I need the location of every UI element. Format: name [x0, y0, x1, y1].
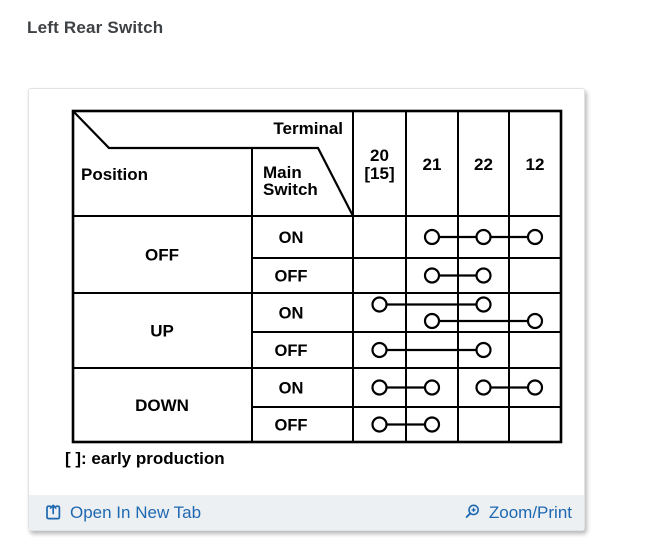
- header-diagonal: [72, 110, 354, 217]
- main-switch-header-label: Main: [263, 163, 302, 182]
- open-in-new-tab-link[interactable]: Open In New Tab: [44, 503, 201, 523]
- terminal-contact-circle: [371, 416, 388, 433]
- terminal-col-label: 21: [423, 155, 442, 174]
- terminal-contact-circle: [475, 267, 492, 284]
- zoom-magnifier-plus-icon: [465, 504, 479, 518]
- main-switch-state-label: ON: [279, 380, 304, 398]
- terminal-contact-circle: [526, 379, 544, 396]
- position-header-label: Position: [81, 165, 148, 184]
- open-in-new-tab-icon: [46, 504, 61, 520]
- terminal-contact-circle: [423, 379, 441, 396]
- terminal-contact-circle: [475, 379, 492, 396]
- position-row-label: DOWN: [135, 396, 189, 415]
- zoom-print-label: Zoom/Print: [488, 502, 572, 522]
- open-in-new-tab-label: Open In New Tab: [70, 502, 202, 522]
- terminal-col-label: 22: [474, 155, 493, 174]
- main-switch-state-label: OFF: [275, 342, 308, 360]
- terminal-contact-circle: [371, 379, 388, 396]
- position-row-label: UP: [150, 322, 174, 341]
- terminal-contact-circle: [423, 312, 441, 330]
- terminal-contact-circle: [475, 228, 492, 246]
- main-switch-state-label: OFF: [275, 417, 308, 435]
- main-switch-state-label: ON: [279, 305, 304, 323]
- terminal-header-label: Terminal: [273, 119, 343, 138]
- terminal-col-label: 20: [370, 146, 389, 165]
- terminal-contact-circle: [423, 267, 441, 284]
- terminal-contact-circle: [526, 312, 544, 330]
- terminal-contact-circle: [371, 296, 388, 313]
- main-switch-header-label: Switch: [263, 180, 318, 199]
- zoom-print-link[interactable]: Zoom/Print: [463, 503, 572, 523]
- main-switch-state-label: OFF: [275, 268, 308, 286]
- terminal-contact-circle: [371, 341, 388, 359]
- terminal-contact-circle: [423, 228, 441, 246]
- diagram-toolbar: Open In New Tab Zoom/Print: [29, 495, 584, 530]
- terminal-contact-circle: [526, 228, 544, 246]
- early-production-note: [ ]: early production: [65, 449, 225, 468]
- terminal-contact-circle: [475, 341, 492, 359]
- main-switch-state-label: ON: [279, 229, 304, 247]
- position-row-label: OFF: [145, 246, 179, 265]
- terminal-col-label: [15]: [364, 164, 394, 183]
- page-title: Left Rear Switch: [27, 18, 164, 37]
- terminal-col-label: 12: [526, 155, 545, 174]
- terminal-contact-circle: [475, 296, 492, 313]
- terminal-contact-circle: [423, 416, 441, 433]
- table-border: [71, 109, 563, 444]
